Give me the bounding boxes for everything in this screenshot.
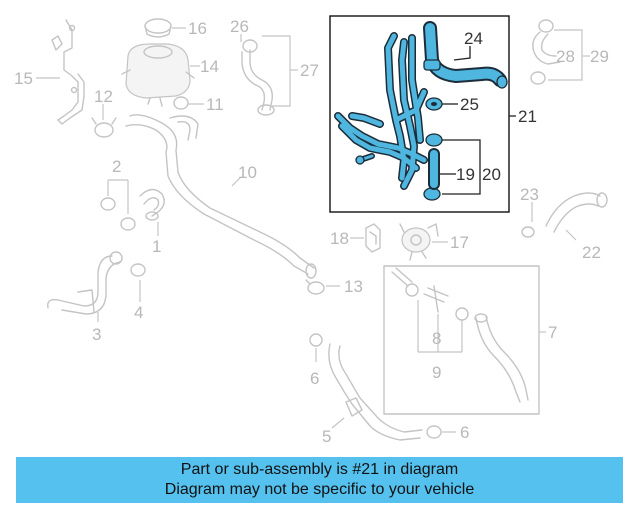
sub-assembly-7-box <box>383 265 540 415</box>
callout-4: 4 <box>134 303 143 322</box>
callout-6-lower: 6 <box>460 423 469 442</box>
part-1-hose <box>139 188 165 221</box>
callout-28: 28 <box>556 47 575 66</box>
part-21-pipe-assembly <box>334 21 508 201</box>
part-15-bracket <box>51 19 85 125</box>
part-13-clamp <box>305 279 325 295</box>
callout-16: 16 <box>188 19 207 38</box>
callout-10: 10 <box>238 163 257 182</box>
part-4-clamp <box>130 263 146 277</box>
callout-5: 5 <box>322 427 331 446</box>
callout-15: 15 <box>14 69 33 88</box>
callout-18: 18 <box>330 229 349 248</box>
callout-1: 1 <box>152 237 161 256</box>
part-23-clamp <box>521 226 535 238</box>
callout-19: 19 <box>456 165 475 184</box>
part-20-clamp-lower <box>423 187 441 201</box>
part-10-pipe <box>125 114 317 279</box>
part-12-clamp <box>91 117 117 138</box>
callout-26: 26 <box>230 17 249 36</box>
part-3-hose <box>47 251 123 315</box>
part-18-bracket <box>365 223 381 253</box>
callout-25: 25 <box>460 95 479 114</box>
callout-14: 14 <box>200 57 219 76</box>
info-banner: Part or sub-assembly is #21 in diagram D… <box>16 457 623 503</box>
callout-23: 23 <box>520 185 539 204</box>
part-25-clamp <box>425 97 443 111</box>
parts-diagram: 15 12 16 14 11 26 27 <box>14 15 609 446</box>
part-22-hose <box>545 192 608 233</box>
banner-line-2: Diagram may not be specific to your vehi… <box>164 481 475 498</box>
callout-12: 12 <box>94 87 113 106</box>
part-7-hose <box>474 313 529 403</box>
callout-6-upper: 6 <box>310 369 319 388</box>
part-21-bolt <box>355 153 375 165</box>
callout-27: 27 <box>300 61 319 80</box>
banner-line-1: Part or sub-assembly is #21 in diagram <box>180 461 459 478</box>
callout-11: 11 <box>206 95 224 114</box>
callout-7: 7 <box>548 323 557 342</box>
callout-29: 29 <box>590 47 609 66</box>
part-8-fitting <box>391 267 469 321</box>
callout-8: 8 <box>432 329 441 348</box>
part-20-clamp-upper <box>425 133 443 147</box>
part-2-clamp <box>100 197 136 231</box>
callout-24: 24 <box>464 29 483 48</box>
callout-13: 13 <box>344 277 363 296</box>
part-5-hose <box>328 343 442 441</box>
part-24-hose <box>423 21 508 89</box>
part-27-hose <box>241 49 275 116</box>
callout-20: 20 <box>482 165 501 184</box>
callout-9: 9 <box>432 363 441 382</box>
callout-21: 21 <box>518 107 537 126</box>
part-16-cap <box>144 18 172 38</box>
callout-17: 17 <box>450 233 469 252</box>
callout-2: 2 <box>112 157 121 176</box>
part-17-pump <box>399 223 439 261</box>
callout-3: 3 <box>92 325 101 344</box>
part-28-hose <box>530 19 561 85</box>
callout-22: 22 <box>582 243 601 262</box>
part-6-clamp-upper <box>309 333 323 347</box>
part-11-clamp <box>173 96 189 110</box>
part-14-reservoir <box>121 43 195 107</box>
